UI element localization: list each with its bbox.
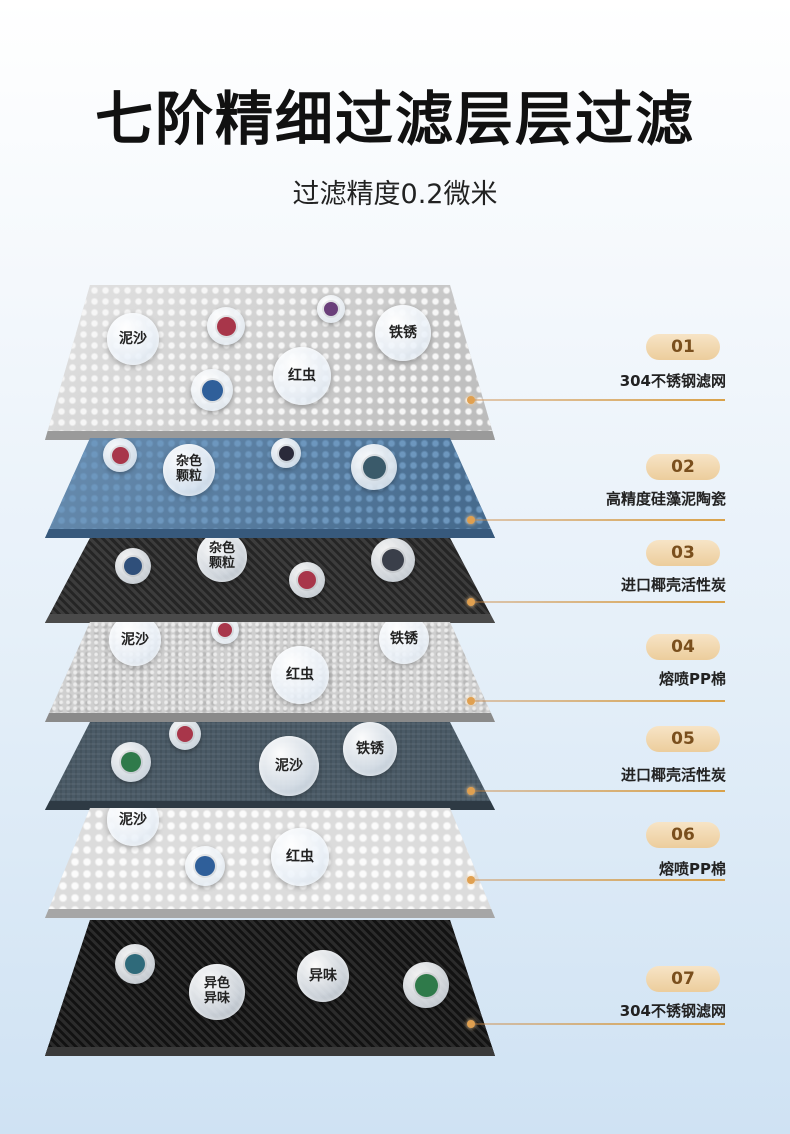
layer-number-badge: 03	[646, 540, 720, 566]
callout-leader	[475, 700, 725, 702]
layer-number-badge: 06	[646, 822, 720, 848]
callout-leader	[475, 519, 725, 521]
layer-number-badge: 07	[646, 966, 720, 992]
germ-icon	[371, 538, 415, 582]
germ-icon	[271, 438, 301, 468]
bubble-mud-sand: 泥沙	[107, 313, 159, 365]
germ-icon	[211, 622, 239, 644]
callout-leader	[475, 879, 725, 881]
layer-label: 高精度硅藻泥陶瓷	[605, 490, 726, 508]
bubble-odor: 异味	[297, 950, 349, 1002]
filter-layer-4: 泥沙 铁锈 红虫	[45, 622, 495, 722]
bubble-red-worm: 红虫	[273, 347, 331, 405]
filter-layer-7: 异色异味 异味	[45, 920, 495, 1056]
layer-label: 进口椰壳活性炭	[620, 766, 726, 784]
callout-leader	[475, 790, 725, 792]
layer-number-badge: 02	[646, 454, 720, 480]
callout-dot	[467, 1020, 475, 1028]
germ-icon	[103, 438, 137, 472]
layer-label: 304不锈钢滤网	[619, 1002, 726, 1020]
bubble-mixed-particles: 杂色颗粒	[197, 538, 247, 582]
germ-icon	[169, 722, 201, 750]
filter-layer-2: 杂色颗粒	[45, 438, 495, 538]
germ-icon	[317, 295, 345, 323]
filter-layer-6: 泥沙 红虫	[45, 808, 495, 918]
filter-layer-1: 泥沙 铁锈 红虫	[45, 285, 495, 440]
callout-dot	[467, 787, 475, 795]
filter-layer-3: 杂色颗粒	[45, 538, 495, 623]
bubble-rust: 铁锈	[379, 622, 429, 664]
page-subtitle: 过滤精度0.2微米	[292, 179, 498, 210]
layer-label: 304不锈钢滤网	[619, 372, 726, 390]
germ-icon	[111, 742, 151, 782]
bubble-odor-color: 异色异味	[189, 964, 245, 1020]
bubble-mud-sand: 泥沙	[109, 622, 161, 666]
callout-dot	[467, 876, 475, 884]
bacteria-icon	[191, 369, 233, 411]
germ-icon	[351, 444, 397, 490]
filter-layer-5: 铁锈 泥沙	[45, 722, 495, 810]
layer-label: 熔喷PP棉	[659, 670, 726, 688]
callout-dot	[467, 598, 475, 606]
callout-dot	[467, 396, 475, 404]
bubble-rust: 铁锈	[375, 305, 431, 361]
page-title: 七阶精细过滤层层过滤	[94, 85, 695, 153]
bubble-mud-sand: 泥沙	[259, 736, 319, 796]
layer-label: 进口椰壳活性炭	[620, 576, 726, 594]
layer-number-badge: 04	[646, 634, 720, 660]
bacteria-icon	[185, 846, 225, 886]
callout-dot	[467, 697, 475, 705]
callout-leader	[475, 399, 725, 401]
germ-icon	[207, 307, 245, 345]
callout-dot	[467, 516, 475, 524]
bubble-red-worm: 红虫	[271, 646, 329, 704]
layer-number-badge: 01	[646, 334, 720, 360]
bubble-mixed-particles: 杂色颗粒	[163, 444, 215, 496]
layer-label: 熔喷PP棉	[659, 860, 726, 878]
germ-icon	[115, 944, 155, 984]
bubble-red-worm: 红虫	[271, 828, 329, 886]
callout-leader	[475, 1023, 725, 1025]
germ-icon	[115, 548, 151, 584]
layer-number-badge: 05	[646, 726, 720, 752]
callout-leader	[475, 601, 725, 603]
bubble-rust: 铁锈	[343, 722, 397, 776]
germ-icon	[289, 562, 325, 598]
germ-icon	[403, 962, 449, 1008]
